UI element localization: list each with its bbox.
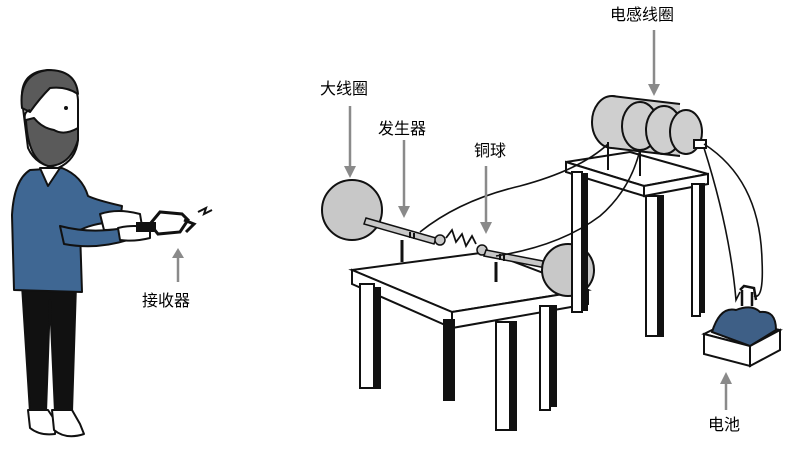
arrows (172, 30, 732, 410)
man-shoe-right (51, 409, 85, 438)
man-ear (23, 109, 31, 125)
man-figure (11, 69, 151, 438)
generator-label: 发生器 (378, 119, 427, 138)
man-hair (20, 69, 79, 113)
receiver-loop (136, 210, 197, 236)
battery (701, 284, 783, 368)
copper-ball-left (434, 234, 446, 246)
generator-table (348, 250, 592, 431)
man-eye (64, 106, 68, 110)
man-beard (25, 117, 79, 167)
inductor-table (565, 150, 709, 337)
copper-ball-label: 铜球 (474, 141, 507, 160)
wires (419, 143, 764, 303)
inductor-coil-label: 电感线圈 (610, 5, 675, 24)
big-coil-label: 大线圈 (320, 79, 369, 98)
man-legs (21, 284, 77, 413)
spark-icon (445, 228, 477, 249)
rod-posts (400, 240, 498, 282)
rod-left (363, 217, 437, 245)
receiver-spark-icon (197, 206, 213, 216)
battery-label: 电池 (708, 415, 741, 434)
big-coil-sphere-left (321, 179, 383, 241)
man-collar (39, 167, 61, 187)
inductor-coil (591, 95, 707, 176)
receiver-label: 接收器 (142, 291, 191, 310)
